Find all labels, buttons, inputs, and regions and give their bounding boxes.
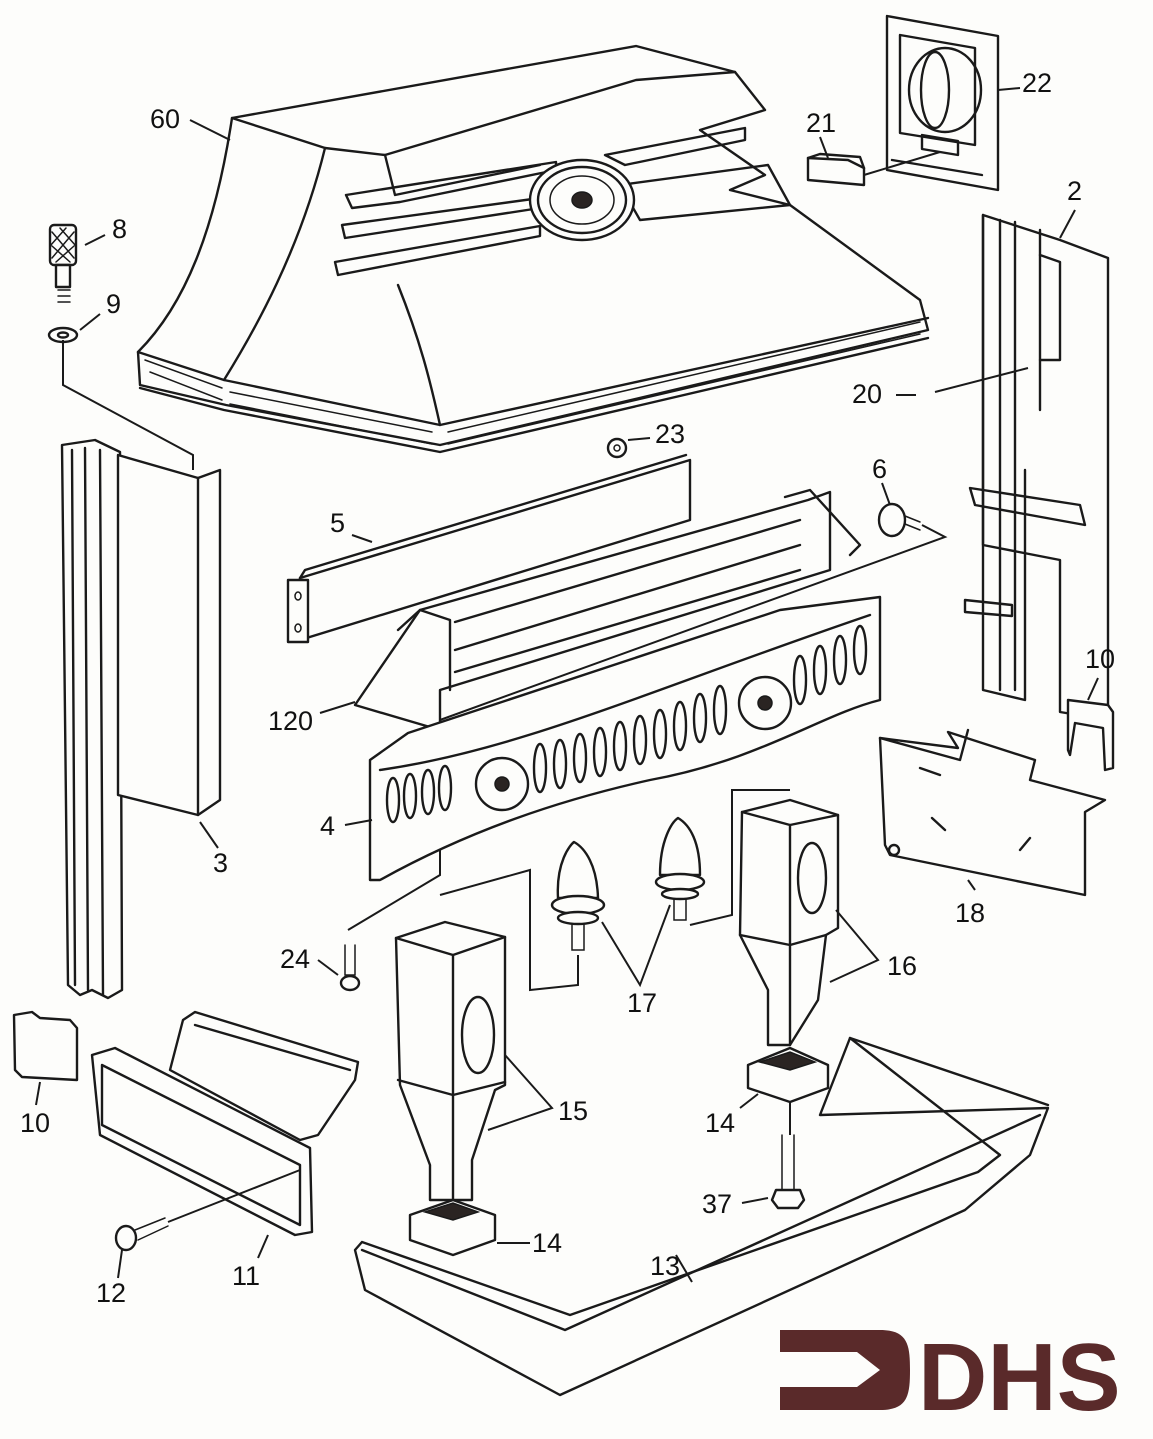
part-37-bolt — [770, 1134, 806, 1210]
callout-14-right: 14 — [705, 1108, 735, 1138]
callout-22: 22 — [1022, 68, 1052, 98]
callout-20: 20 — [852, 379, 882, 409]
part-4-front-fret — [347, 595, 882, 931]
callout-16: 16 — [887, 951, 917, 981]
part-120-firebar-assembly — [353, 488, 862, 732]
bead-trim — [144, 321, 921, 445]
callout-8: 8 — [112, 214, 127, 244]
part-22-control-plate — [885, 14, 1000, 192]
part-3-left-upright — [60, 438, 222, 1000]
callout-60: 60 — [150, 104, 180, 134]
callout-6: 6 — [872, 454, 887, 484]
fret-ovals — [385, 624, 868, 824]
callout-10-left: 10 — [20, 1108, 50, 1138]
part-6-knob — [439, 502, 948, 721]
callout-13: 13 — [650, 1251, 680, 1281]
part-60-canopy — [136, 44, 930, 454]
callout-2: 2 — [1067, 176, 1082, 206]
part-10-clip-right — [1066, 698, 1115, 772]
arrow-logo-icon — [780, 1330, 910, 1410]
part-15-leg-left — [394, 920, 507, 1257]
part-17-finial-left — [439, 840, 606, 992]
part-10-clip-left — [12, 1010, 79, 1082]
part-12-screw — [114, 1169, 301, 1252]
callout-15: 15 — [558, 1096, 588, 1126]
part-13-hearth-tray — [353, 1036, 1050, 1397]
callout-3: 3 — [213, 848, 228, 878]
part-21-switch — [806, 151, 941, 187]
callout-9: 9 — [106, 289, 121, 319]
dhs-logo: DHS — [780, 1324, 1121, 1431]
callout-11: 11 — [232, 1261, 260, 1291]
fret-rosettes — [474, 675, 793, 812]
part-24-screw — [339, 944, 361, 992]
logo-text: DHS — [918, 1324, 1121, 1431]
part-11-ashpan-front — [90, 1010, 360, 1237]
part-17-finial-right — [654, 789, 790, 926]
callout-37: 37 — [702, 1189, 732, 1219]
part-9-washer — [47, 326, 194, 470]
callout-5: 5 — [330, 508, 345, 538]
callout-14-left: 14 — [532, 1228, 562, 1258]
callout-23: 23 — [655, 419, 685, 449]
callout-12: 12 — [96, 1278, 126, 1308]
part-18-bracket — [878, 728, 1107, 897]
callout-18: 18 — [955, 898, 985, 928]
callout-17: 17 — [627, 988, 657, 1018]
callout-21: 21 — [806, 108, 836, 138]
callout-10-right: 10 — [1085, 644, 1115, 674]
callout-120: 120 — [268, 706, 313, 736]
part-5-rear-bar — [286, 453, 692, 644]
part-23-grommet — [606, 437, 628, 459]
callout-4: 4 — [320, 811, 335, 841]
part-8-knob — [48, 223, 78, 303]
callouts: 60 22 21 2 8 9 20 23 6 5 120 10 4 3 18 1… — [20, 68, 1115, 1308]
callout-24: 24 — [280, 944, 310, 974]
part-16-leg-right — [738, 798, 840, 1135]
